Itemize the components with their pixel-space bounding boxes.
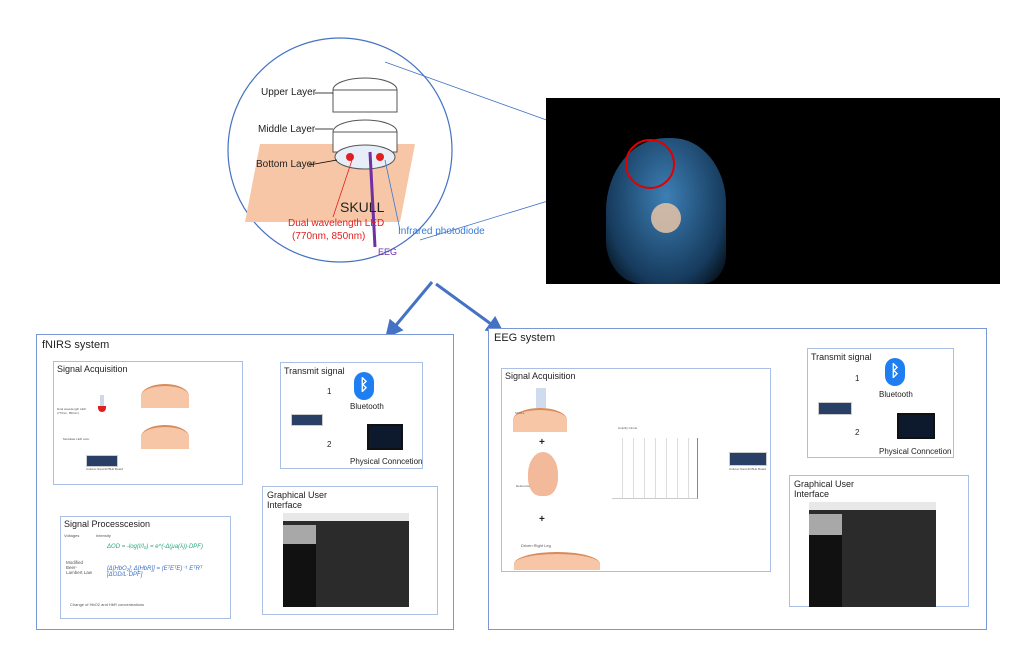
photodiode-label: Infrared photodiode xyxy=(398,226,485,237)
electrode-icon xyxy=(536,388,546,408)
bottom-layer-label: Bottom Layer xyxy=(256,159,316,170)
fnirs-acquisition-title: Signal Acquisition xyxy=(57,364,128,374)
gui-screenshot xyxy=(283,513,409,607)
skull-illustration xyxy=(141,425,189,449)
bluetooth-icon: ᛒ xyxy=(885,358,905,386)
eeg-title: EEG system xyxy=(494,332,556,344)
led-label: Dual wavelength LED xyxy=(288,218,385,229)
skull-label: SKULL xyxy=(340,199,385,215)
led-wavelengths: (770nm, 850nm) xyxy=(292,231,366,242)
fnirs-processing-panel xyxy=(60,516,231,619)
arduino-board xyxy=(291,414,323,426)
fnirs-acquisition-panel xyxy=(53,361,243,485)
arrow-to-eeg xyxy=(435,282,505,334)
skull-illustration xyxy=(141,384,189,408)
arduino-board xyxy=(818,402,852,415)
computer-icon xyxy=(367,424,403,450)
fnirs-title: fNIRS system xyxy=(42,339,110,351)
bluetooth-icon: ᛒ xyxy=(354,372,374,400)
amplifier-circuit xyxy=(612,438,698,499)
eeg-label: EEG xyxy=(378,247,398,257)
upper-layer-label: Upper Layer xyxy=(261,87,317,98)
processing-title: Signal Processcesion xyxy=(64,519,151,529)
leg-illustration xyxy=(514,552,600,570)
middle-layer-label: Middle Layer xyxy=(258,124,316,135)
skull-illustration xyxy=(513,408,567,432)
eeg-acquisition-title: Signal Acquisition xyxy=(505,371,576,381)
sensor-diagram xyxy=(227,37,453,263)
sensor-highlight-circle xyxy=(625,139,675,189)
led-icon xyxy=(98,406,106,412)
arduino-board xyxy=(86,455,118,467)
head-image xyxy=(546,98,1000,284)
ear-icon xyxy=(528,452,558,496)
gui-screenshot xyxy=(809,502,936,607)
gui-title: Graphical User Interface xyxy=(267,490,328,510)
transmit-title: Transmit signal xyxy=(284,366,345,376)
computer-icon xyxy=(897,413,935,439)
arrow-to-fnirs xyxy=(385,281,434,339)
arduino-board xyxy=(729,452,767,466)
